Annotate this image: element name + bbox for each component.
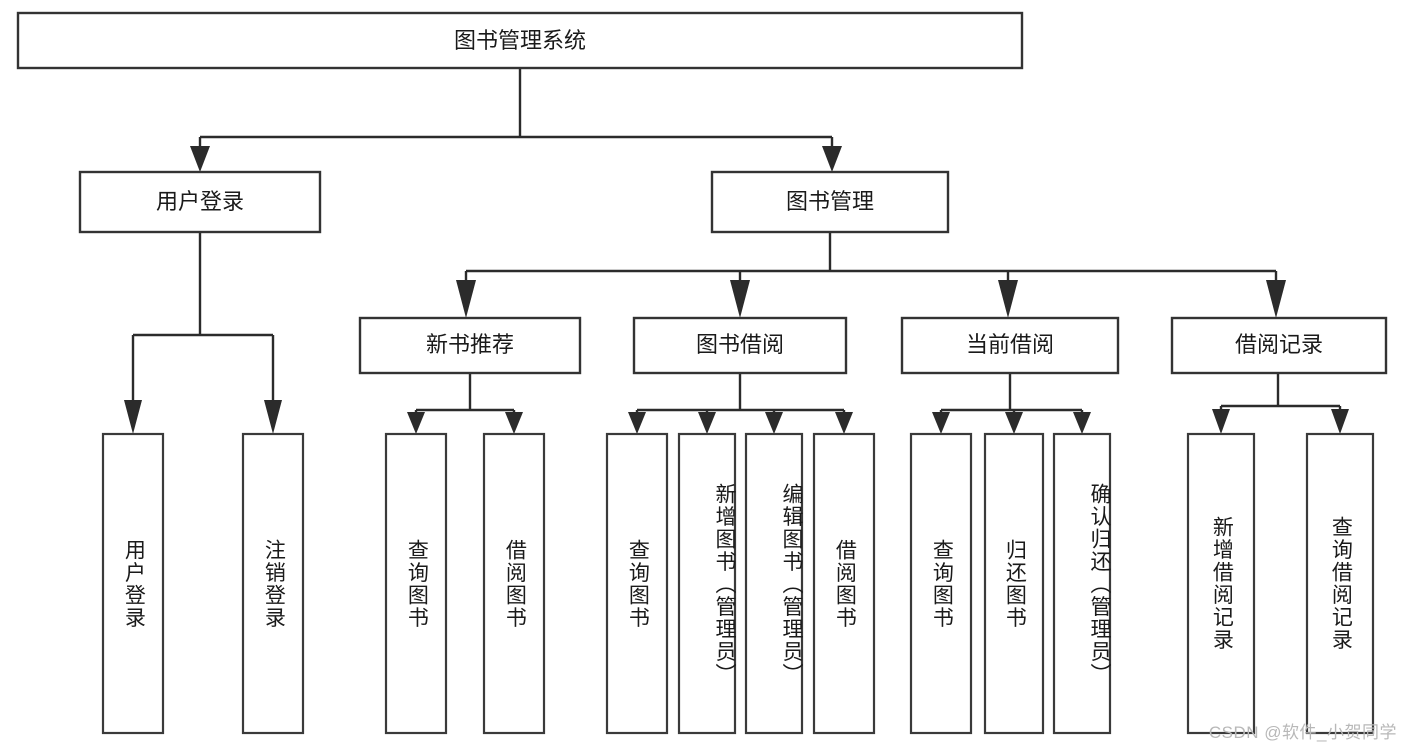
arrowhead-leaf-query-book-2 (628, 412, 646, 434)
arrowhead-leaf-borrow-book-1 (505, 412, 523, 434)
node-borrow-records[interactable]: 借阅记录 (1170, 316, 1388, 375)
node-leaf-query-book-3-box[interactable] (909, 432, 973, 735)
node-leaf-edit-book-box[interactable] (744, 432, 804, 735)
node-user-login-label: 用户登录 (156, 189, 244, 214)
node-leaf-add-book-box[interactable] (677, 432, 737, 735)
node-root-box[interactable] (16, 11, 1024, 70)
connector-layer (124, 68, 1349, 434)
node-borrow-records-label: 借阅记录 (1235, 332, 1323, 357)
arrowhead-leaf-user-login (124, 400, 142, 434)
arrowhead-leaf-query-book-3 (932, 412, 950, 434)
arrowhead-book-borrow (730, 280, 750, 318)
node-book-management[interactable]: 图书管理 (710, 170, 950, 234)
arrowhead-new-book-recommend (456, 280, 476, 318)
arrowhead-leaf-query-borrow-record (1331, 409, 1349, 434)
node-book-management-box[interactable] (710, 170, 950, 234)
csdn-watermark: CSDN @软件_小贺同学 (1208, 723, 1397, 742)
node-leaf-return-book-box[interactable] (983, 432, 1045, 735)
arrowhead-leaf-confirm-return (1073, 412, 1091, 434)
arrowhead-current-borrow (998, 280, 1018, 318)
node-leaf-borrow-book-1-box[interactable] (482, 432, 546, 735)
node-leaf-user-login-box[interactable] (101, 432, 165, 735)
node-new-book-recommend-box[interactable] (358, 316, 582, 375)
node-root[interactable]: 图书管理系统 (16, 11, 1024, 70)
arrowhead-user-login (190, 146, 210, 172)
node-user-login-box[interactable] (78, 170, 322, 234)
node-leaf-query-book-2-box[interactable] (605, 432, 669, 735)
node-leaf-add-borrow-record-box[interactable] (1186, 432, 1256, 735)
node-leaf-query-borrow-record-box[interactable] (1305, 432, 1375, 735)
node-current-borrow-box[interactable] (900, 316, 1120, 375)
node-leaf-confirm-return-box[interactable] (1052, 432, 1112, 735)
arrowhead-leaf-edit-book (765, 412, 783, 434)
node-root-label: 图书管理系统 (454, 28, 586, 53)
node-leaf-user-logout-box[interactable] (241, 432, 305, 735)
node-current-borrow-label: 当前借阅 (966, 332, 1054, 357)
node-leaf-borrow-book-2-box[interactable] (812, 432, 876, 735)
arrowhead-leaf-return-book (1005, 412, 1023, 434)
node-user-login[interactable]: 用户登录 (78, 170, 322, 234)
arrowhead-borrow-records (1266, 280, 1286, 318)
node-leaf-query-book-1-box[interactable] (384, 432, 448, 735)
arrowhead-leaf-query-book-1 (407, 412, 425, 434)
arrowhead-leaf-borrow-book-2 (835, 412, 853, 434)
arrowhead-leaf-add-borrow-record (1212, 409, 1230, 434)
node-book-borrow-box[interactable] (632, 316, 848, 375)
node-book-management-label: 图书管理 (786, 189, 874, 214)
arrowhead-leaf-add-book (698, 412, 716, 434)
arrowhead-book-management (822, 146, 842, 172)
node-book-borrow[interactable]: 图书借阅 (632, 316, 848, 375)
arrowhead-leaf-user-logout (264, 400, 282, 434)
node-new-book-recommend[interactable]: 新书推荐 (358, 316, 582, 375)
node-new-book-recommend-label: 新书推荐 (426, 332, 514, 357)
node-current-borrow[interactable]: 当前借阅 (900, 316, 1120, 375)
node-borrow-records-box[interactable] (1170, 316, 1388, 375)
node-book-borrow-label: 图书借阅 (696, 332, 784, 357)
